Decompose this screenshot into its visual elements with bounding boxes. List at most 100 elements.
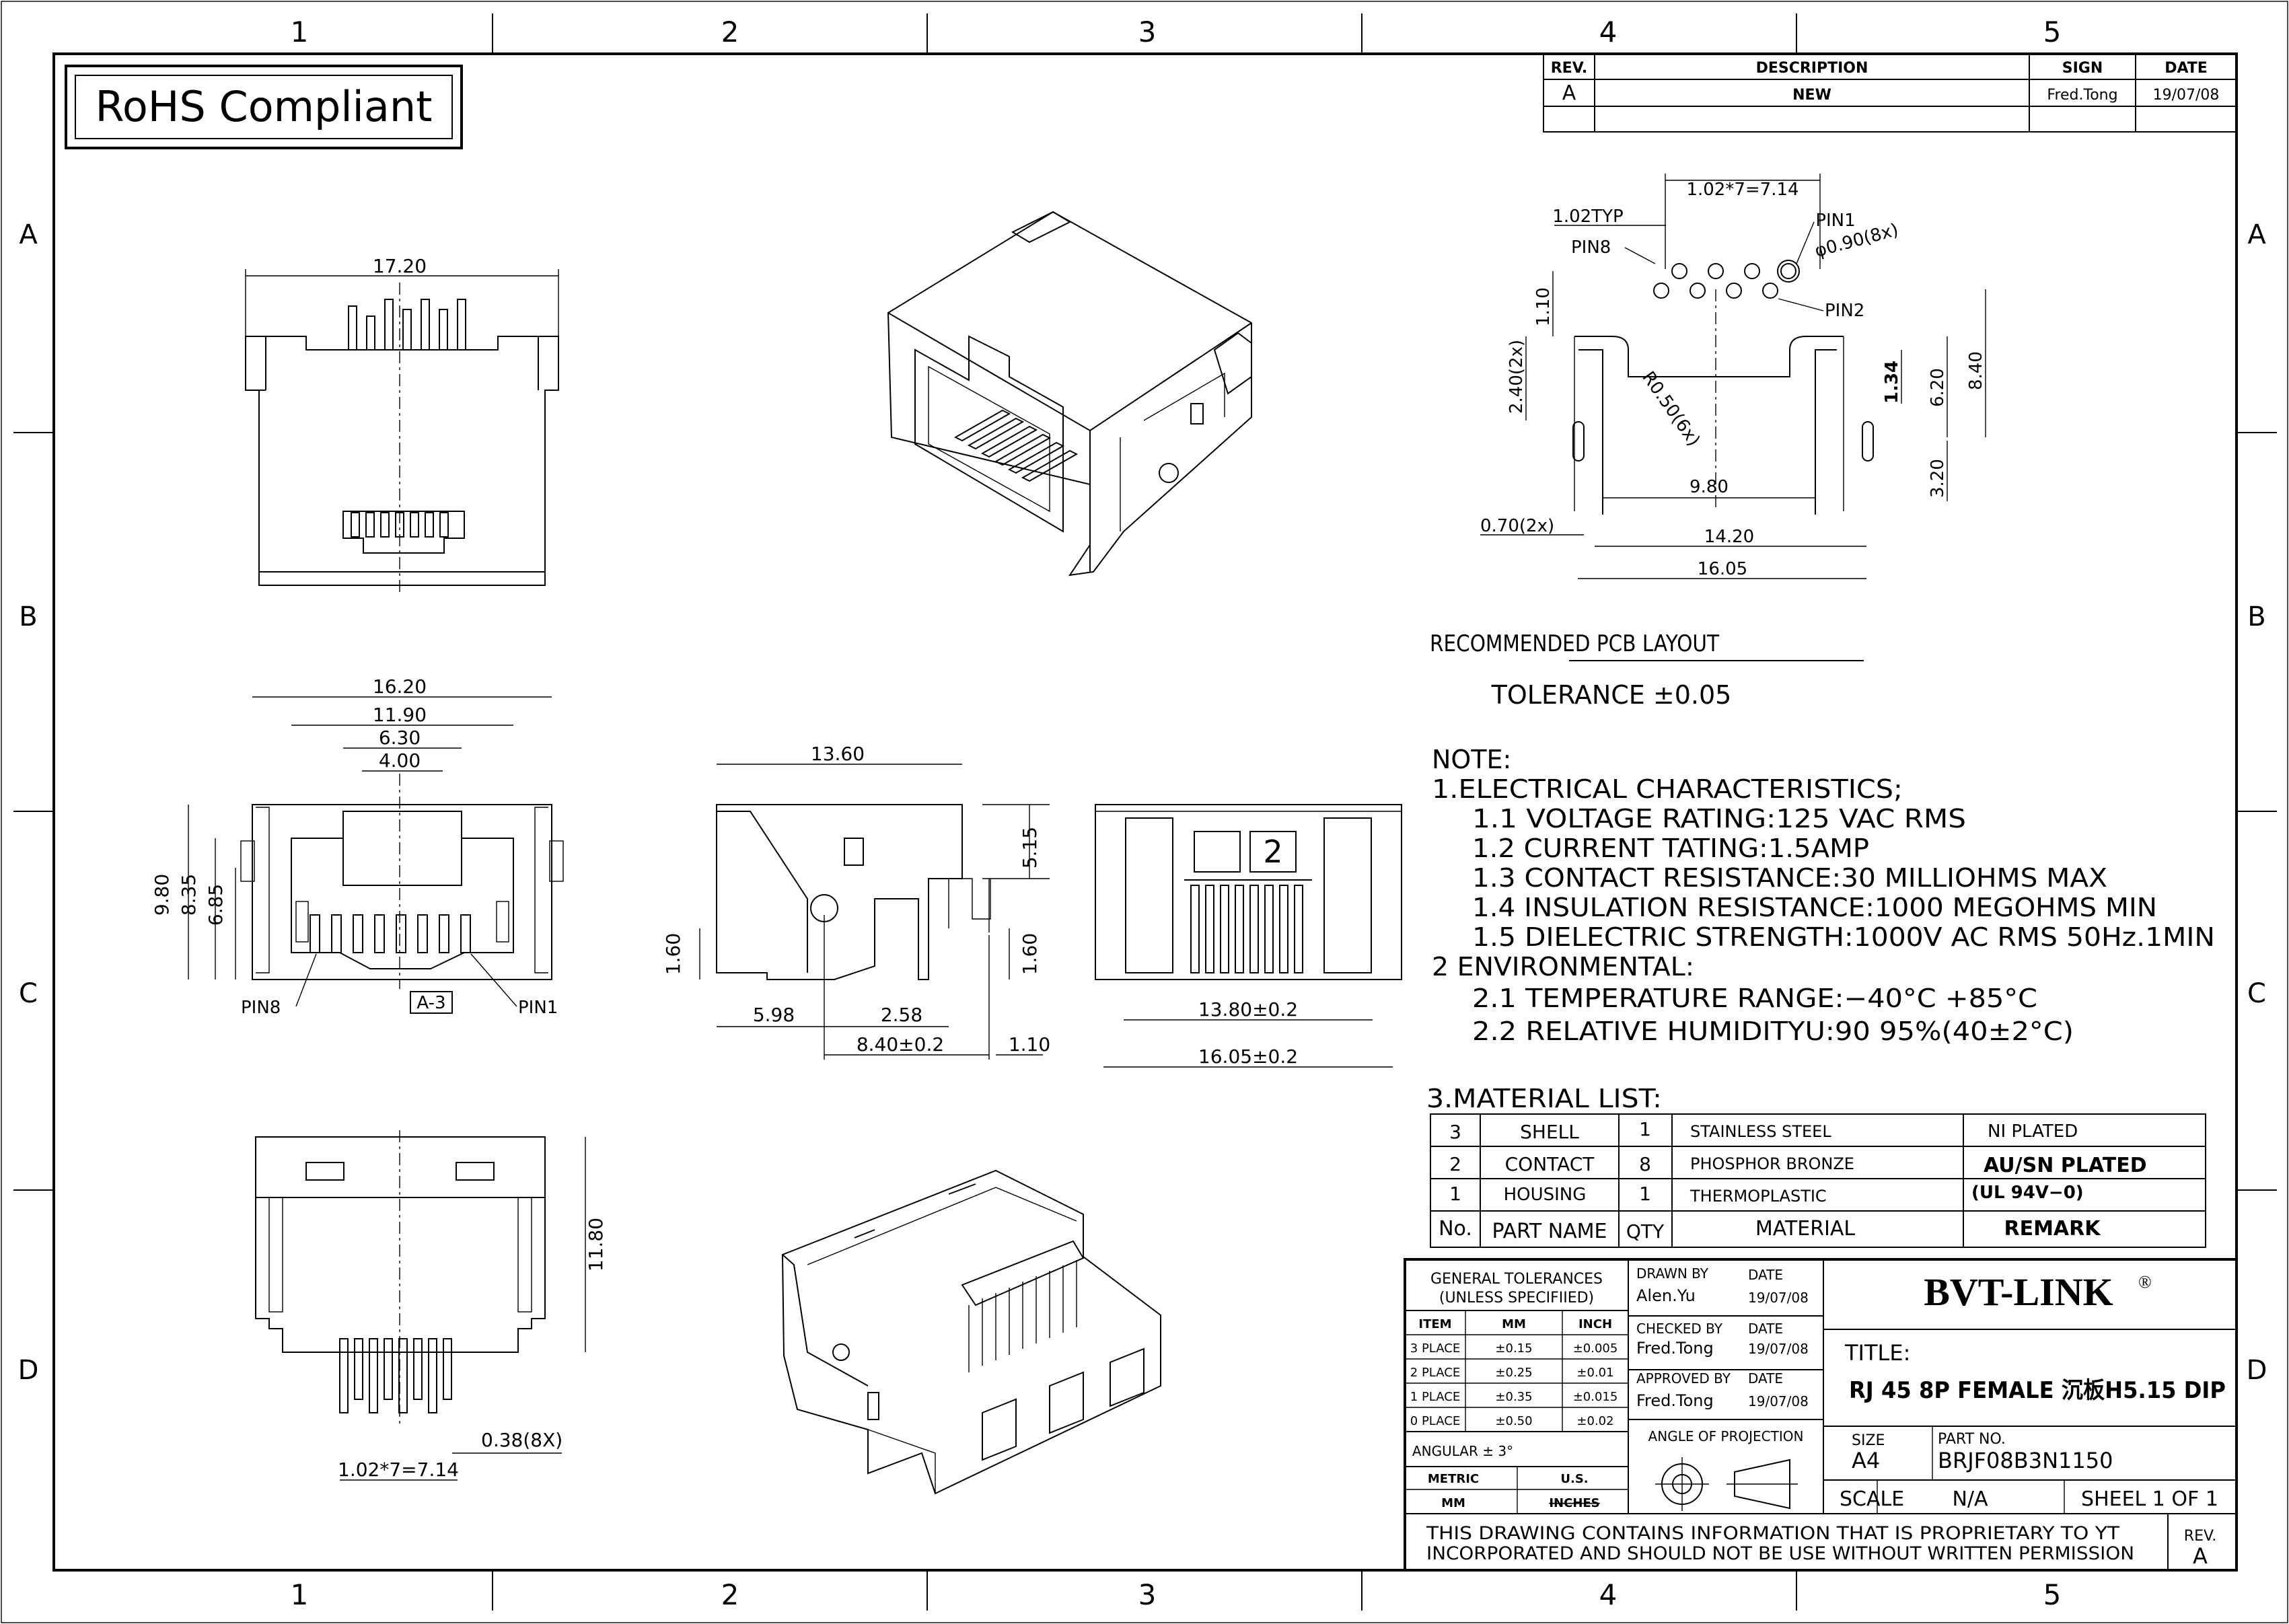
dim-11-90: 11.90	[373, 704, 427, 726]
material-header-remark: REMARK	[2004, 1217, 2101, 1241]
note-line-4: 1.3 CONTACT RESISTANCE:30 MILLIOHMS MAX	[1472, 863, 2107, 893]
projection-label: ANGLE OF PROJECTION	[1648, 1428, 1804, 1444]
dim-typ: 1.02TYP	[1552, 207, 1623, 227]
tol-row4-item: 0 PLACE	[1410, 1414, 1460, 1428]
tol-row3-item: 1 PLACE	[1410, 1390, 1460, 1404]
tol-head-item: ITEM	[1418, 1317, 1451, 1331]
rev-description: NEW	[1792, 87, 1831, 104]
part-label: PART NO.	[1938, 1431, 2006, 1448]
note-line-2: 1.1 VOLTAGE RATING:125 VAC RMS	[1472, 804, 1966, 834]
projection-symbol	[1655, 1457, 1798, 1511]
dim-1-60-left: 1.60	[662, 933, 684, 975]
checked-by-label: CHECKED BY	[1636, 1321, 1723, 1337]
dim-6-30: 6.30	[379, 727, 421, 749]
company-registered-mark: ®	[2138, 1272, 2152, 1292]
rev-sign: Fred.Tong	[2047, 87, 2117, 104]
tol-us: U.S.	[1560, 1472, 1588, 1486]
isometric-view-top	[887, 211, 1252, 577]
material-row3-no: 1	[1449, 1183, 1461, 1205]
company-name: BVT-LINK	[1924, 1270, 2113, 1314]
note-line-3: 1.2 CURRENT TATING:1.5AMP	[1472, 834, 1869, 863]
scale-label: SCALE	[1840, 1487, 1904, 1511]
rev-header-sign: SIGN	[2062, 60, 2103, 77]
approved-by-name: Fred.Tong	[1636, 1391, 1714, 1410]
row-label-d: D	[18, 1355, 39, 1386]
tol-inches: INCHES	[1549, 1496, 1599, 1510]
rev-header-date: DATE	[2165, 60, 2208, 77]
material-row2-material: PHOSPHOR BRONZE	[1690, 1154, 1854, 1173]
label-pin1: PIN1	[1815, 211, 1855, 231]
rev-value-bottom: A	[2193, 1543, 2208, 1569]
rev-header-rev: REV.	[1551, 60, 1588, 77]
tol-row3-mm: ±0.35	[1495, 1390, 1532, 1404]
approved-date-label: DATE	[1748, 1370, 1783, 1387]
row-label-c: C	[19, 978, 38, 1009]
front-view-id: A-3	[416, 993, 445, 1013]
dim-5-15: 5.15	[1019, 827, 1041, 869]
material-row1-no: 3	[1449, 1121, 1461, 1143]
dim-2-40: 2.40(2x)	[1506, 340, 1527, 414]
col-label-1-bottom: 1	[291, 1578, 309, 1611]
dim-0-70: 0.70(2x)	[1480, 516, 1554, 536]
zone-markers: 1 2 3 4 5 1 2 3 4 5 A B C D A B C D	[13, 13, 2277, 1611]
rev-label-bottom: REV.	[2184, 1528, 2216, 1545]
rear-label: 2	[1263, 834, 1282, 870]
dim-16-05: 16.05	[1698, 559, 1747, 579]
pcb-layout: 1.02*7=7.14 1.02TYP PIN1 PIN8 PIN2 φ0.90…	[1430, 174, 1986, 710]
note-line-5: 1.4 INSULATION RESISTANCE:1000 MEGOHMS M…	[1472, 893, 2157, 922]
dim-1-10: 1.10	[1533, 287, 1554, 326]
front-pin1: PIN1	[518, 998, 558, 1018]
dim-1-60-right: 1.60	[1019, 933, 1041, 975]
tol-title-2: (UNLESS SPECIFIIED)	[1439, 1290, 1594, 1306]
drawing-title: RJ 45 8P FEMALE 沉板H5.15 DIP	[1849, 1377, 2226, 1404]
tol-row2-item: 2 PLACE	[1410, 1366, 1460, 1380]
size-value: A4	[1852, 1448, 1880, 1473]
material-row1-qty: 1	[1639, 1118, 1651, 1140]
dim-8-40: 8.40	[1966, 351, 1986, 390]
material-header-part: PART NAME	[1492, 1220, 1607, 1243]
dim-1-10: 1.10	[1009, 1033, 1050, 1056]
material-row2-no: 2	[1449, 1153, 1461, 1175]
tol-row4-mm: ±0.50	[1495, 1414, 1532, 1428]
material-header-no: No.	[1439, 1217, 1472, 1241]
drawn-by-label: DRAWN BY	[1636, 1265, 1709, 1282]
notes-title: NOTE:	[1432, 745, 1511, 774]
row-label-c-right: C	[2247, 978, 2266, 1009]
material-row2-part: CONTACT	[1505, 1153, 1595, 1175]
revision-table: REV. DESCRIPTION SIGN DATE A NEW Fred.To…	[1543, 53, 2237, 133]
dim-9-80-front: 9.80	[151, 874, 173, 916]
row-label-a-right: A	[2247, 219, 2266, 250]
note-line-8: 2.1 TEMPERATURE RANGE:−40°C +85°C	[1472, 984, 2037, 1013]
col-label-2-bottom: 2	[721, 1578, 739, 1611]
dim-1-34: 1.34	[1882, 361, 1902, 404]
proprietary-line-2: INCORPORATED AND SHOULD NOT BE USE WITHO…	[1426, 1543, 2134, 1564]
material-header-material: MATERIAL	[1755, 1217, 1856, 1241]
note-line-9: 2.2 RELATIVE HUMIDITYU:90 95%(40±2°C)	[1472, 1017, 2074, 1046]
tol-row1-item: 3 PLACE	[1410, 1341, 1460, 1356]
label-pin2: PIN2	[1825, 301, 1864, 321]
approved-date: 19/07/08	[1748, 1393, 1809, 1409]
sheet-value: SHEEL 1 OF 1	[2081, 1487, 2218, 1511]
tol-head-mm: MM	[1502, 1317, 1526, 1331]
dim-pin-pitch: 1.02*7=7.14	[1686, 180, 1798, 200]
col-label-3: 3	[1138, 15, 1157, 48]
col-label-1: 1	[291, 15, 309, 48]
material-row3-part: HOUSING	[1504, 1185, 1587, 1205]
rev-value: A	[1562, 81, 1576, 105]
col-label-5: 5	[2043, 15, 2062, 48]
tol-mm: MM	[1441, 1496, 1465, 1510]
front-view: 16.20 11.90 6.30 4.00 9.80 8.35 6	[151, 675, 564, 1018]
approved-by-label: APPROVED BY	[1636, 1370, 1731, 1387]
dim-3-20: 3.20	[1928, 459, 1948, 498]
material-header-qty: QTY	[1626, 1220, 1665, 1243]
dim-6-20: 6.20	[1928, 368, 1948, 407]
note-line-6: 1.5 DIELECTRIC STRENGTH:1000V AC RMS 50H…	[1472, 922, 2215, 952]
dim-13-80: 13.80±0.2	[1198, 998, 1298, 1021]
tol-angular: ANGULAR ± 3°	[1412, 1443, 1513, 1459]
label-pin8: PIN8	[1571, 237, 1611, 258]
checked-date: 19/07/08	[1748, 1341, 1809, 1357]
title-block: GENERAL TOLERANCES (UNLESS SPECIFIIED) I…	[1404, 1258, 2238, 1572]
rev-header-description: DESCRIPTION	[1756, 60, 1868, 77]
dim-r050: R0.50(6x)	[1638, 368, 1704, 450]
col-label-5-bottom: 5	[2043, 1578, 2062, 1611]
